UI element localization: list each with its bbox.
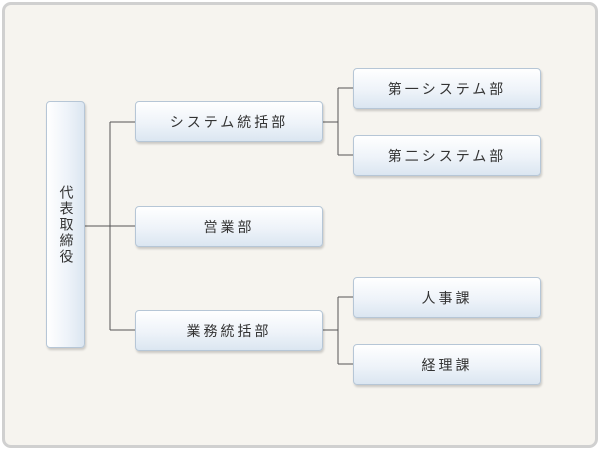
- node-representative-director: 代表取締役: [46, 101, 85, 348]
- node-sales-department: 営業部: [135, 206, 323, 247]
- node-label: 経理課: [421, 357, 473, 374]
- connector-root-to-level1: [85, 121, 136, 331]
- node-label: 第二システム部: [387, 148, 507, 165]
- node-accounting-section: 経理課: [353, 344, 541, 385]
- node-label: 営業部: [203, 219, 255, 236]
- connector-gyomu-to-children: [322, 296, 354, 365]
- node-label: 代表取締役: [57, 184, 74, 265]
- node-first-system-department: 第一システム部: [353, 68, 541, 109]
- node-label: 人事課: [421, 290, 473, 307]
- node-label: 業務統括部: [186, 323, 272, 340]
- node-second-system-department: 第二システム部: [353, 135, 541, 176]
- connector-system-to-children: [322, 87, 354, 156]
- node-system-division: システム統括部: [135, 101, 323, 142]
- node-hr-section: 人事課: [353, 277, 541, 318]
- node-label: システム統括部: [169, 114, 289, 131]
- node-label: 第一システム部: [387, 81, 507, 98]
- node-operations-division: 業務統括部: [135, 310, 323, 351]
